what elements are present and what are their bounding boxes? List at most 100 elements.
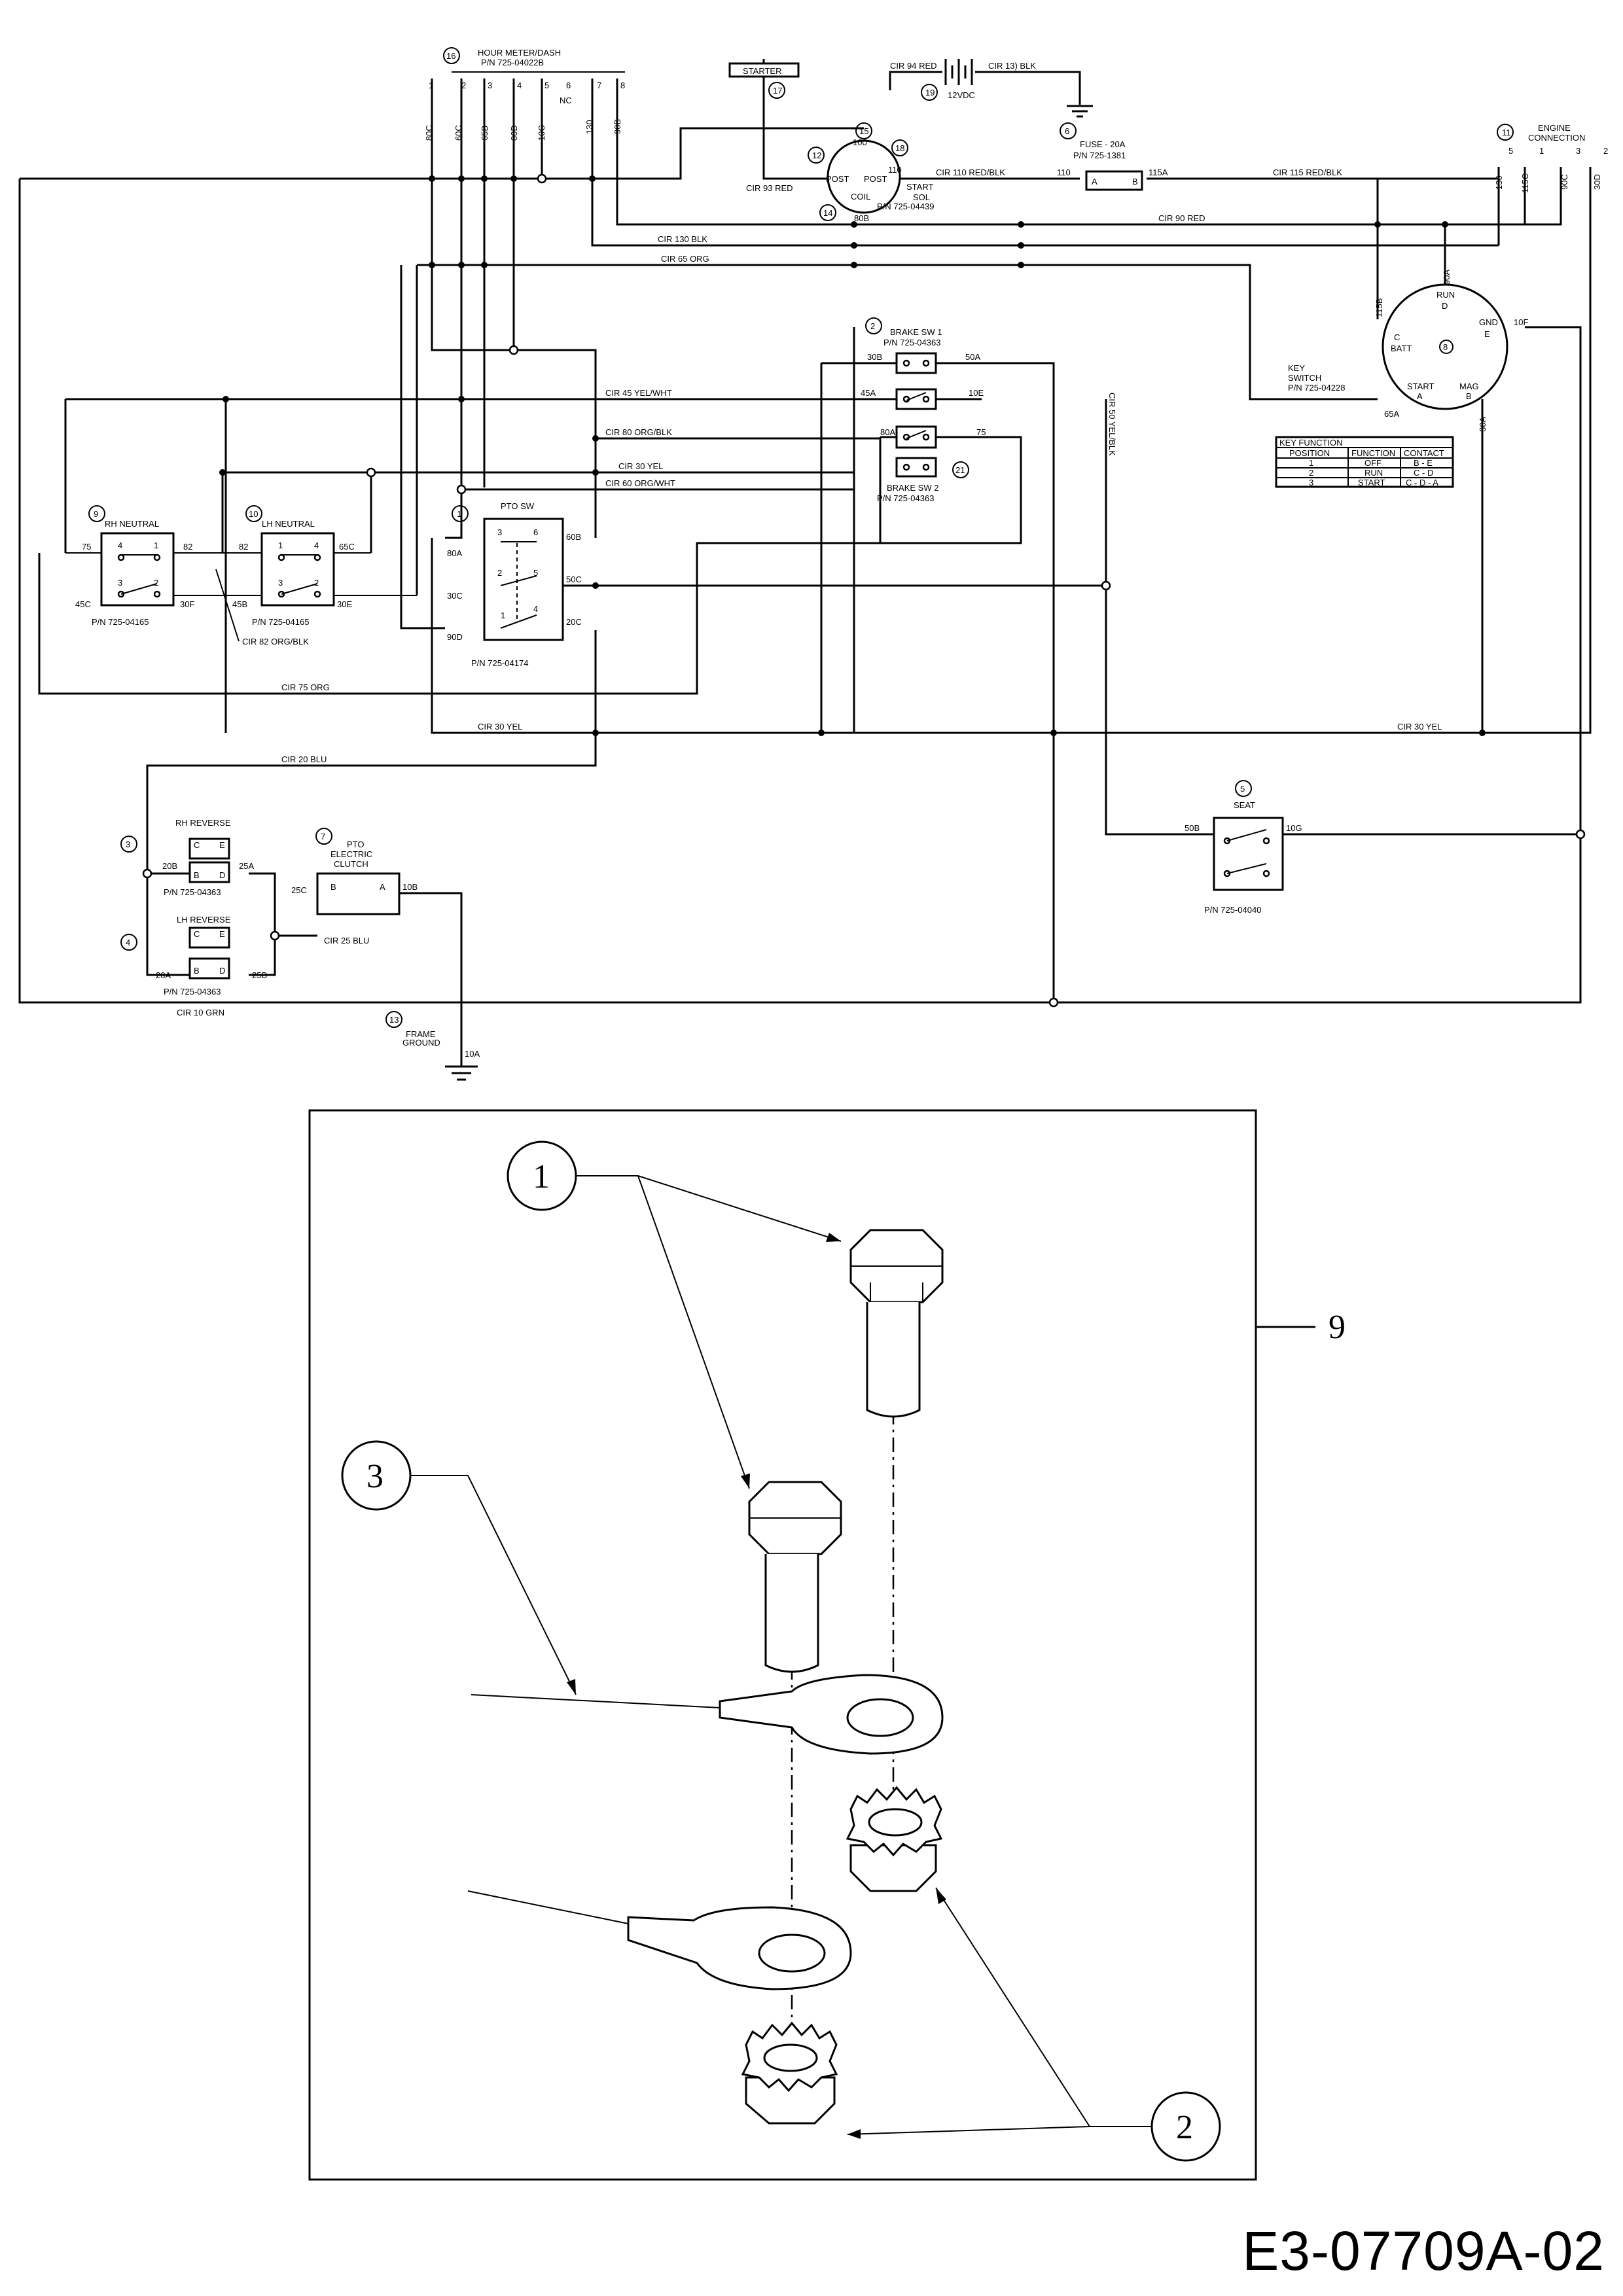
svg-text:BRAKE SW 1: BRAKE SW 1 <box>890 327 942 337</box>
svg-text:4: 4 <box>533 604 538 614</box>
svg-text:C: C <box>194 840 200 850</box>
svg-text:RUN: RUN <box>1436 290 1455 300</box>
svg-text:5: 5 <box>1508 146 1513 156</box>
rh-neutral-switch: 9 RH NEUTRAL 75 82 45C 30F P/N 725-04165… <box>65 505 223 627</box>
svg-text:25A: 25A <box>239 861 254 871</box>
svg-text:10E: 10E <box>969 388 984 398</box>
svg-text:115A: 115A <box>1149 168 1168 177</box>
svg-text:FUSE - 20A: FUSE - 20A <box>1080 139 1126 149</box>
svg-text:SEAT: SEAT <box>1234 800 1255 810</box>
svg-text:CIR 30 YEL: CIR 30 YEL <box>618 461 663 471</box>
svg-text:B: B <box>330 882 336 892</box>
document-code: E3-07709A-02 <box>1242 2220 1605 2282</box>
svg-text:ENGINE: ENGINE <box>1538 123 1571 133</box>
svg-text:2: 2 <box>154 578 158 588</box>
svg-text:1: 1 <box>1309 458 1313 468</box>
svg-text:C: C <box>1394 332 1400 342</box>
svg-text:2: 2 <box>1309 468 1313 478</box>
svg-text:CIR 45 YEL/WHT: CIR 45 YEL/WHT <box>605 388 672 398</box>
svg-text:OFF: OFF <box>1364 458 1382 468</box>
pto-switch: 1 PTO SW 80A 60B 30C 50C 90D 20C 3 6 2 5… <box>447 501 582 668</box>
svg-text:3: 3 <box>488 80 492 90</box>
svg-text:30D: 30D <box>1592 174 1602 190</box>
svg-text:P/N 725-04363: P/N 725-04363 <box>164 987 221 997</box>
svg-text:115B: 115B <box>1374 298 1384 317</box>
svg-text:1: 1 <box>1539 146 1544 156</box>
svg-text:45A: 45A <box>861 388 876 398</box>
svg-text:B: B <box>1466 391 1472 401</box>
svg-text:7: 7 <box>597 80 601 90</box>
svg-text:21: 21 <box>955 465 965 475</box>
svg-text:P/N 725-04165: P/N 725-04165 <box>252 617 309 627</box>
svg-text:4: 4 <box>517 80 522 90</box>
svg-text:NC: NC <box>560 96 572 105</box>
svg-text:7: 7 <box>321 832 325 841</box>
svg-text:10G: 10G <box>1286 823 1302 833</box>
svg-text:D: D <box>1442 301 1448 311</box>
svg-text:P/N 725-04228: P/N 725-04228 <box>1288 383 1345 393</box>
svg-text:10: 10 <box>249 509 258 519</box>
svg-text:6: 6 <box>566 80 571 90</box>
svg-text:20B: 20B <box>162 861 177 871</box>
svg-text:19: 19 <box>925 88 935 97</box>
svg-text:1: 1 <box>533 1158 550 1195</box>
lh-reverse-switch: 4 LH REVERSE 20A 25B P/N 725-04363 C E B… <box>120 915 267 997</box>
serrated-nut-lower <box>741 2021 838 2125</box>
svg-text:2: 2 <box>497 568 502 578</box>
svg-text:5: 5 <box>544 80 549 90</box>
svg-text:90D: 90D <box>447 632 463 642</box>
brake-switch-2: 21 80A 75 BRAKE SW 2 P/N 725-04363 <box>877 425 986 503</box>
svg-text:50A: 50A <box>965 352 980 362</box>
svg-text:START: START <box>1407 381 1434 391</box>
svg-text:8: 8 <box>1443 342 1448 352</box>
svg-text:C - D - A: C - D - A <box>1406 478 1438 487</box>
svg-text:P/N 725-04165: P/N 725-04165 <box>92 617 149 627</box>
svg-text:HOUR METER/DASH: HOUR METER/DASH <box>478 48 561 58</box>
svg-text:CIR 94 RED: CIR 94 RED <box>890 61 937 71</box>
svg-text:25C: 25C <box>291 885 307 895</box>
frame-ground: 13 FRAME GROUND 10A <box>385 1011 480 1059</box>
svg-text:LH NEUTRAL: LH NEUTRAL <box>262 519 315 529</box>
svg-text:KEY: KEY <box>1288 363 1305 373</box>
svg-text:B: B <box>194 966 200 976</box>
start-solenoid: POST POST COIL 100 110 START SOL P/N 725… <box>746 122 1005 223</box>
svg-text:PTO: PTO <box>347 839 365 849</box>
svg-text:P/N 725-04363: P/N 725-04363 <box>883 338 940 347</box>
svg-text:6: 6 <box>1065 126 1069 136</box>
svg-text:16: 16 <box>446 51 455 61</box>
svg-text:25B: 25B <box>252 970 267 980</box>
svg-text:CIR 20 BLU: CIR 20 BLU <box>281 754 327 764</box>
svg-text:3: 3 <box>1576 146 1580 156</box>
svg-text:30A: 30A <box>1478 417 1488 432</box>
svg-text:110: 110 <box>888 165 902 175</box>
svg-text:C - D: C - D <box>1414 468 1433 478</box>
svg-text:13: 13 <box>389 1015 399 1025</box>
svg-text:P/N 725-04174: P/N 725-04174 <box>471 658 528 668</box>
svg-text:80D: 80D <box>509 125 519 141</box>
svg-text:E: E <box>1484 329 1490 339</box>
svg-text:PTO SW: PTO SW <box>501 501 535 511</box>
svg-text:CIR 80 ORG/BLK: CIR 80 ORG/BLK <box>605 427 672 437</box>
svg-text:4: 4 <box>314 540 319 550</box>
svg-text:CIR 30 YEL: CIR 30 YEL <box>478 722 522 732</box>
svg-text:8: 8 <box>620 80 625 90</box>
svg-text:MAG: MAG <box>1459 381 1479 391</box>
svg-text:80A: 80A <box>880 427 895 437</box>
hex-bolt-upper <box>849 1229 944 1418</box>
svg-text:CIR 60 ORG/WHT: CIR 60 ORG/WHT <box>605 478 675 488</box>
svg-text:A: A <box>380 882 385 892</box>
circuit-labels: CIR 90 RED CIR 130 BLK CIR 65 ORG CIR 45… <box>177 213 1442 1017</box>
svg-text:ELECTRIC: ELECTRIC <box>330 849 372 859</box>
svg-text:90B: 90B <box>613 119 622 134</box>
svg-text:50C: 50C <box>566 574 582 584</box>
svg-text:3: 3 <box>366 1458 383 1495</box>
svg-text:30C: 30C <box>447 591 463 601</box>
svg-text:CLUTCH: CLUTCH <box>334 859 368 869</box>
svg-text:12VDC: 12VDC <box>948 90 975 100</box>
svg-text:C: C <box>194 929 200 939</box>
svg-text:2: 2 <box>314 578 319 588</box>
svg-text:130: 130 <box>584 120 594 134</box>
svg-text:CIR 110 RED/BLK: CIR 110 RED/BLK <box>936 168 1005 177</box>
svg-text:P/N 725-04022B: P/N 725-04022B <box>481 58 544 67</box>
svg-text:10B: 10B <box>402 882 418 892</box>
